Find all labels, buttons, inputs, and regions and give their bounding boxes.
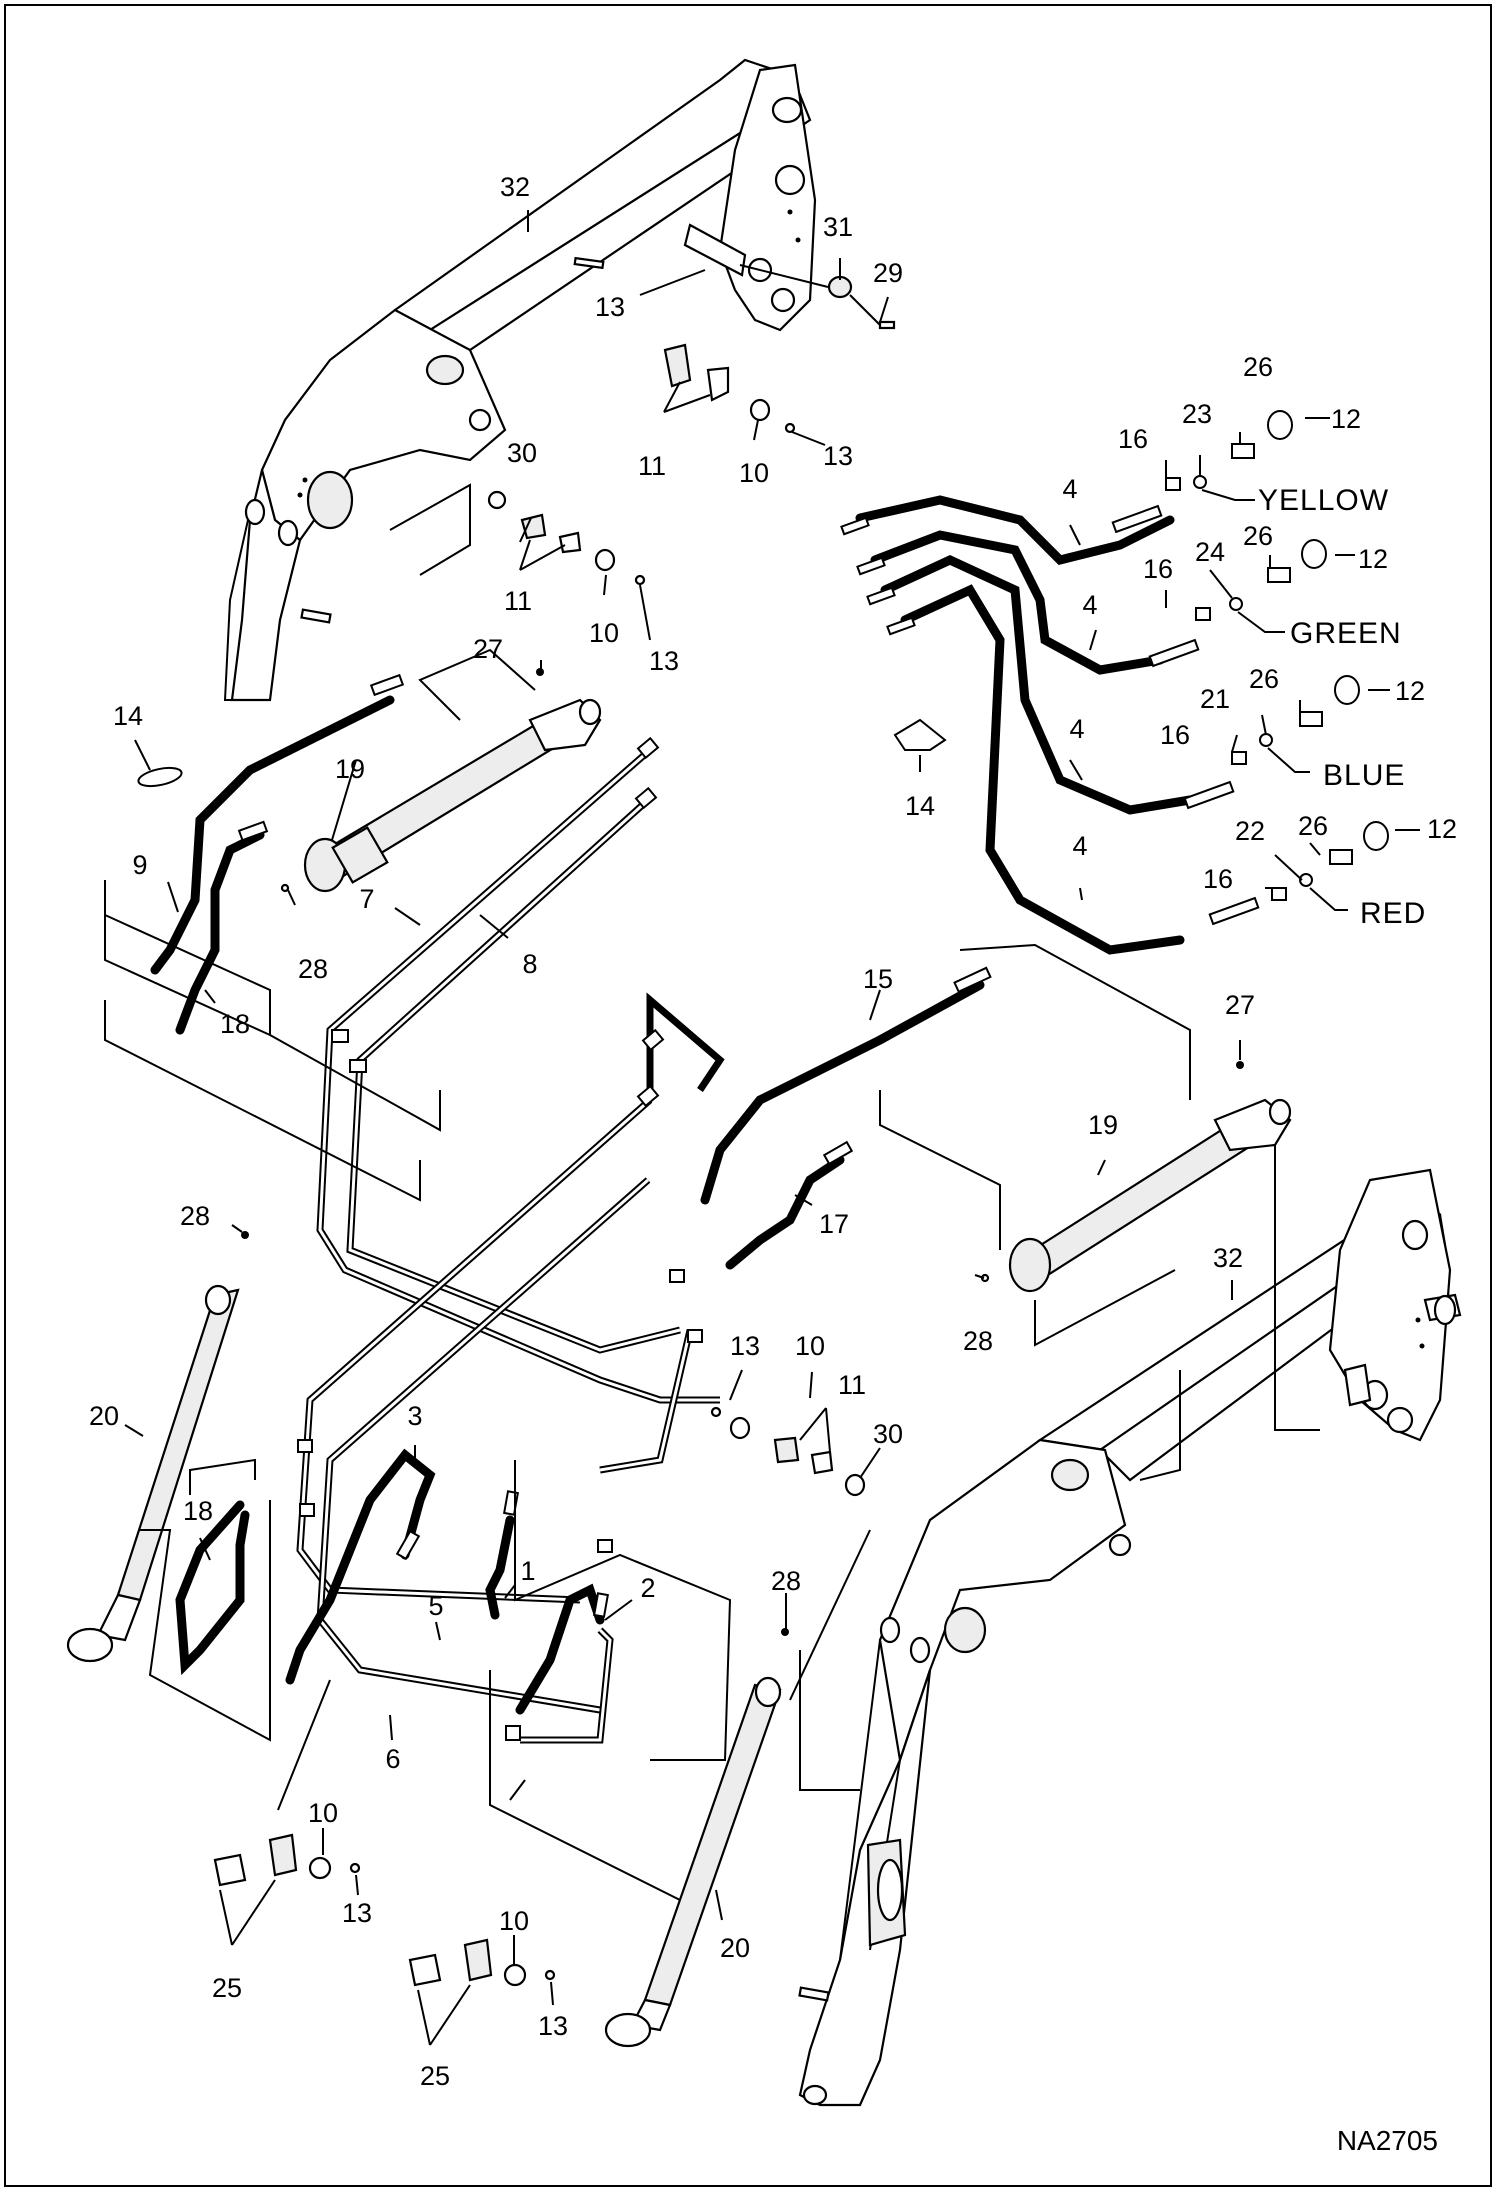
callout-6: 6: [385, 1744, 400, 1774]
callout-10: 10: [795, 1331, 825, 1361]
callout-10: 10: [589, 618, 619, 648]
callout-26: 26: [1243, 352, 1273, 382]
callout-16: 16: [1118, 424, 1148, 454]
callout-12: 12: [1358, 544, 1388, 574]
callout-32-bottom: 32: [1213, 1243, 1243, 1273]
callout-28: 28: [771, 1566, 801, 1596]
leader-lines: [104, 210, 1420, 2046]
callout-10: 10: [308, 1798, 338, 1828]
coupler-hardware: [137, 410, 1389, 901]
callout-22: 22: [1235, 816, 1265, 846]
callout-23: 23: [1182, 399, 1212, 429]
callout-13: 13: [595, 292, 625, 322]
diagram-frame: [4, 4, 1492, 2187]
tilt-cylinder-upper: [280, 668, 602, 893]
pivot-pin-assembly-upper: [573, 223, 896, 330]
callout-3: 3: [407, 1401, 422, 1431]
lift-arm-upper: [223, 58, 817, 702]
callout-26: 26: [1249, 664, 1279, 694]
callout-13: 13: [649, 646, 679, 676]
callout-12: 12: [1395, 676, 1425, 706]
callout-13: 13: [538, 2011, 568, 2041]
callout-16: 16: [1160, 720, 1190, 750]
callout-30: 30: [873, 1419, 903, 1449]
callout-7: 7: [359, 884, 374, 914]
tag-red: RED: [1360, 897, 1426, 930]
callout-26: 26: [1298, 811, 1328, 841]
callout-18: 18: [220, 1009, 250, 1039]
callout-1: 1: [520, 1556, 535, 1586]
callout-18: 18: [183, 1496, 213, 1526]
drawing-id: NA2705: [1337, 2125, 1438, 2156]
bucket-cylinder-left: [66, 1231, 249, 1663]
callout-25: 25: [420, 2061, 450, 2091]
hoses: [150, 495, 1195, 1715]
callout-11: 11: [504, 586, 532, 616]
callout-8: 8: [522, 949, 537, 979]
callout-21: 21: [1200, 684, 1230, 714]
callout-2: 2: [640, 1573, 655, 1603]
callout-10: 10: [739, 458, 769, 488]
hose-end-fittings: [237, 504, 1260, 1618]
callout-28: 28: [180, 1201, 210, 1231]
callout-13: 13: [823, 441, 853, 471]
callout-labels: 32 31 29 13 26 23 12 16 4 11 10 13 30 24…: [89, 172, 1457, 2091]
callout-14: 14: [905, 791, 935, 821]
tag-green: GREEN: [1290, 617, 1402, 650]
callout-31: 31: [823, 212, 853, 242]
callout-5: 5: [428, 1591, 443, 1621]
callout-10: 10: [499, 1906, 529, 1936]
callout-28: 28: [298, 954, 328, 984]
callout-27: 27: [473, 634, 503, 664]
tube-fittings: [297, 736, 703, 1741]
callout-4: 4: [1062, 474, 1077, 504]
callout-4: 4: [1069, 714, 1084, 744]
callout-15: 15: [863, 964, 893, 994]
wear-pad-group-lower: [213, 1406, 866, 1987]
callout-16: 16: [1143, 554, 1173, 584]
callout-17: 17: [819, 1209, 849, 1239]
callout-28: 28: [963, 1326, 993, 1356]
callout-9: 9: [132, 850, 147, 880]
callout-4: 4: [1082, 590, 1097, 620]
callout-26: 26: [1243, 521, 1273, 551]
callout-27: 27: [1225, 990, 1255, 1020]
tilt-cylinder-right: [980, 1061, 1292, 1293]
callout-24: 24: [1195, 537, 1225, 567]
callout-25: 25: [212, 1973, 242, 2003]
callout-20: 20: [89, 1401, 119, 1431]
callout-11: 11: [638, 451, 666, 481]
callout-29: 29: [873, 258, 903, 288]
callout-19: 19: [1088, 1110, 1118, 1140]
callout-32-top: 32: [500, 172, 530, 202]
callout-20: 20: [720, 1933, 750, 1963]
color-tags: YELLOW GREEN BLUE RED: [1258, 484, 1426, 930]
bucket-cylinder-right: [604, 1628, 789, 2048]
lift-arm-lower: [798, 1168, 1462, 2107]
callout-11: 11: [838, 1370, 866, 1400]
callout-13: 13: [730, 1331, 760, 1361]
callout-12: 12: [1427, 814, 1457, 844]
callout-14: 14: [113, 701, 143, 731]
callout-12: 12: [1331, 404, 1361, 434]
callout-30: 30: [507, 438, 537, 468]
tag-yellow: YELLOW: [1258, 484, 1389, 517]
tag-blue: BLUE: [1323, 759, 1405, 792]
callout-13: 13: [342, 1898, 372, 1928]
callout-16: 16: [1203, 864, 1233, 894]
callout-19: 19: [335, 754, 365, 784]
callout-4: 4: [1072, 831, 1087, 861]
